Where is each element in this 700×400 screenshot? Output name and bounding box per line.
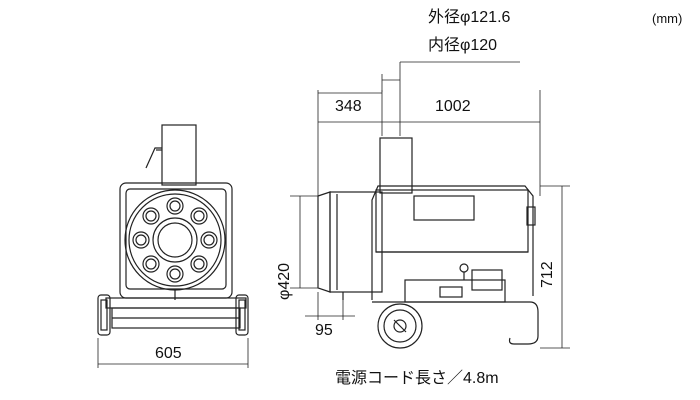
dimension-lines xyxy=(97,61,570,368)
height-712-label: 712 xyxy=(539,261,556,288)
width-605-label: 605 xyxy=(155,345,182,362)
front-vent-holes xyxy=(132,197,218,283)
diameter-420-label: φ420 xyxy=(276,262,293,300)
outer-diameter-label: 外径φ121.6 xyxy=(428,9,511,26)
side-body xyxy=(375,189,529,253)
front-wheel-left xyxy=(97,294,111,336)
dimension-95-label: 95 xyxy=(315,322,333,339)
front-chimney xyxy=(161,124,197,186)
side-chimney xyxy=(379,137,413,194)
inner-diameter-label: 内径φ120 xyxy=(428,37,498,54)
front-base xyxy=(105,297,247,309)
dimension-1002-label: 1002 xyxy=(435,98,471,115)
side-wheel xyxy=(377,303,423,349)
front-view xyxy=(97,124,249,336)
front-wheel-right xyxy=(235,294,249,336)
dimension-348-label: 348 xyxy=(335,98,362,115)
front-fan-disk xyxy=(124,189,226,291)
side-handle xyxy=(508,301,539,345)
unit-label: (mm) xyxy=(652,11,683,26)
front-frame xyxy=(119,182,233,299)
cord-length-label: 電源コード長さ／4.8m xyxy=(335,370,499,387)
side-outlet xyxy=(329,191,383,293)
side-view xyxy=(317,137,539,349)
